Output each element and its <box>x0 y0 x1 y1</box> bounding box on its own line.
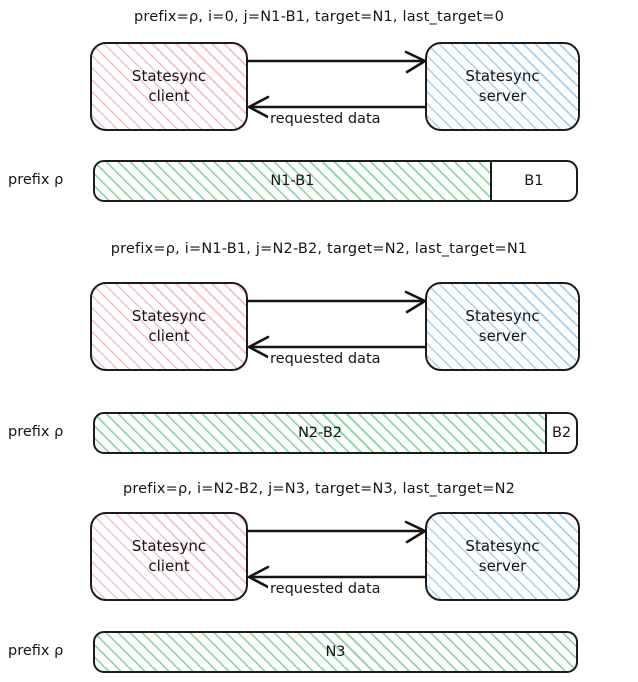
statesync-server-box-3: Statesync server <box>425 512 580 601</box>
prefix-bar-3: N3 <box>93 631 578 673</box>
prefix-bar-3-segment-0: N3 <box>95 633 576 671</box>
prefix-label-3: prefix ρ <box>8 643 64 659</box>
prefix-bar-2-segment-1-text: B2 <box>551 425 572 441</box>
statesync-client-box-1: Statesync client <box>90 42 248 131</box>
statesync-client-box-3: Statesync client <box>90 512 248 601</box>
request-arrow-head-1 <box>404 50 427 74</box>
prefix-label-1: prefix ρ <box>8 172 64 188</box>
prefix-bar-1: N1-B1 B1 <box>93 160 578 202</box>
prefix-bar-2-segment-1: B2 <box>547 414 576 452</box>
request-response-arrows-1 <box>246 50 427 119</box>
client-label-line2: client <box>148 556 190 575</box>
client-label-line2: client <box>148 86 190 105</box>
server-label-line2: server <box>478 86 527 105</box>
statesync-client-box-2: Statesync client <box>90 282 248 371</box>
statesync-server-box-1: Statesync server <box>425 42 580 131</box>
prefix-label-2: prefix ρ <box>8 424 64 440</box>
requested-data-label-3: requested data <box>268 581 383 597</box>
request-arrow-head-2 <box>404 290 427 314</box>
request-arrow-head-3 <box>404 520 427 544</box>
statesync-server-box-2: Statesync server <box>425 282 580 371</box>
requested-data-label-2: requested data <box>268 351 383 367</box>
request-response-arrows-2 <box>246 290 427 359</box>
prefix-bar-2-segment-0: N2-B2 <box>95 414 548 452</box>
response-arrow-head-2 <box>247 335 270 359</box>
request-response-arrows-3 <box>246 520 427 589</box>
server-label-line2: server <box>478 556 527 575</box>
prefix-bar-2: N2-B2 B2 <box>93 412 578 454</box>
prefix-bar-2-segment-0-text: N2-B2 <box>298 425 343 441</box>
client-label-line1: Statesync <box>131 67 207 86</box>
client-label-line1: Statesync <box>131 307 207 326</box>
prefix-bar-1-segment-1-text: B1 <box>524 173 544 189</box>
prefix-bar-1-segment-1: B1 <box>492 162 576 200</box>
server-label-line1: Statesync <box>465 537 540 556</box>
round-caption-2: prefix=ρ, i=N1-B1, j=N2-B2, target=N2, l… <box>110 241 528 257</box>
client-label-line1: Statesync <box>131 537 207 556</box>
server-label-line1: Statesync <box>465 307 540 326</box>
prefix-bar-3-segment-0-text: N3 <box>325 644 346 660</box>
round-caption-1: prefix=ρ, i=0, j=N1-B1, target=N1, last_… <box>133 9 505 25</box>
prefix-bar-1-segment-0: N1-B1 <box>95 162 492 200</box>
server-label-line1: Statesync <box>465 67 540 86</box>
response-arrow-head-3 <box>247 565 270 589</box>
client-label-line2: client <box>148 326 190 345</box>
response-arrow-head-1 <box>247 95 270 119</box>
requested-data-label-1: requested data <box>268 111 383 127</box>
server-label-line2: server <box>478 326 527 345</box>
round-caption-3: prefix=ρ, i=N2-B2, j=N3, target=N3, last… <box>122 481 516 497</box>
prefix-bar-1-segment-0-text: N1-B1 <box>270 173 315 189</box>
